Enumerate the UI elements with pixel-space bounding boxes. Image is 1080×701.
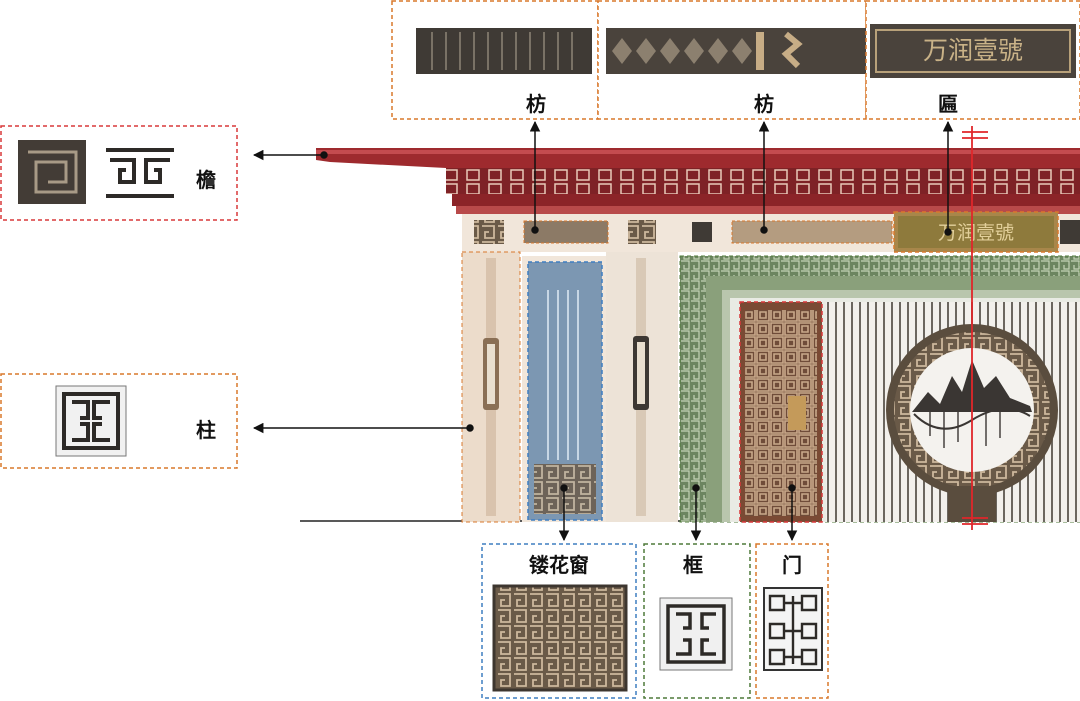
beam-fret-panel (474, 220, 504, 244)
callout-window: 镂花窗 (481, 543, 637, 699)
glass-window (522, 256, 606, 522)
facade: 万润壹號 (300, 126, 1080, 530)
building-plaque-text: 万润壹號 (938, 222, 1014, 244)
label-fang-left: 枋 (526, 92, 546, 116)
callout-yan: 檐 (0, 125, 238, 221)
label-zhu: 柱 (196, 418, 216, 442)
window-swatch (492, 584, 628, 692)
stone-pillar (461, 251, 521, 523)
callout-frame: 框 (643, 543, 751, 699)
plaque-swatch (870, 24, 1076, 78)
eave (316, 148, 1080, 214)
zhu-swatch (55, 385, 127, 457)
beam-slat-panel (523, 220, 609, 244)
label-fang-mid: 枋 (754, 92, 774, 116)
callout-fang-left: 枋 (391, 0, 599, 120)
callout-zhu: 柱 (0, 373, 238, 469)
frame-swatch (659, 597, 733, 671)
label-bian: 匾 (938, 92, 958, 116)
fang-left-swatch (416, 28, 592, 74)
building-plaque: 万润壹號 (893, 211, 1059, 253)
label-window: 镂花窗 (529, 553, 589, 577)
label-door: 门 (782, 553, 802, 577)
lattice-door (739, 301, 823, 523)
yan-swatch-2 (106, 148, 174, 198)
beam-end-dark (1060, 220, 1080, 244)
label-frame: 框 (683, 553, 703, 577)
stone-pillar-2 (606, 252, 678, 522)
callout-door: 门 (755, 543, 829, 699)
center-axis (962, 126, 988, 530)
callout-bian: 万润壹號 匾 (865, 0, 1080, 120)
beam-diamond-panel (731, 220, 893, 244)
callout-fang-mid: 枋 (597, 0, 867, 120)
label-yan: 檐 (196, 168, 216, 192)
connectors (252, 120, 954, 542)
plaque-swatch-text: 万润壹號 (923, 36, 1023, 65)
beam-fret-panel-2 (628, 220, 656, 244)
beam-square (692, 222, 712, 242)
